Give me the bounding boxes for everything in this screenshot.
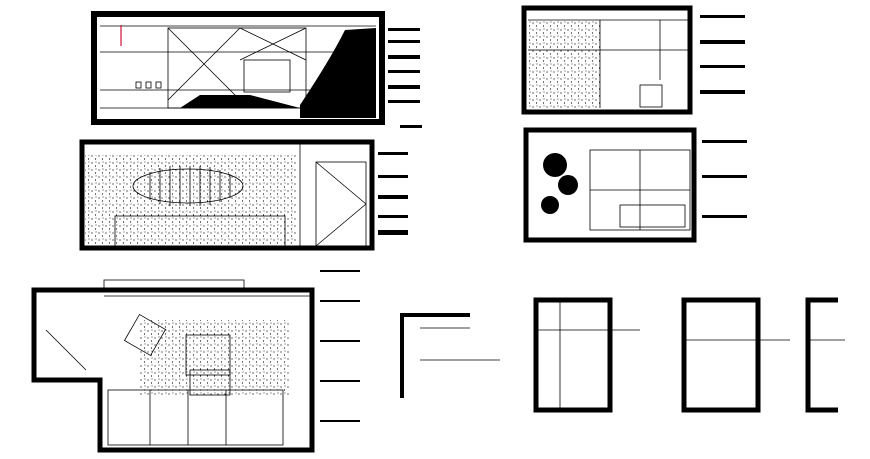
detail-3 xyxy=(681,297,790,413)
detail-1 xyxy=(400,313,500,398)
detail-4 xyxy=(805,297,845,413)
detail-2 xyxy=(533,297,640,413)
elevation-1 xyxy=(91,11,422,128)
elevation-4 xyxy=(523,127,747,243)
elevation-3 xyxy=(521,5,745,115)
floor-plan xyxy=(31,270,360,453)
elevation-2 xyxy=(79,139,408,251)
